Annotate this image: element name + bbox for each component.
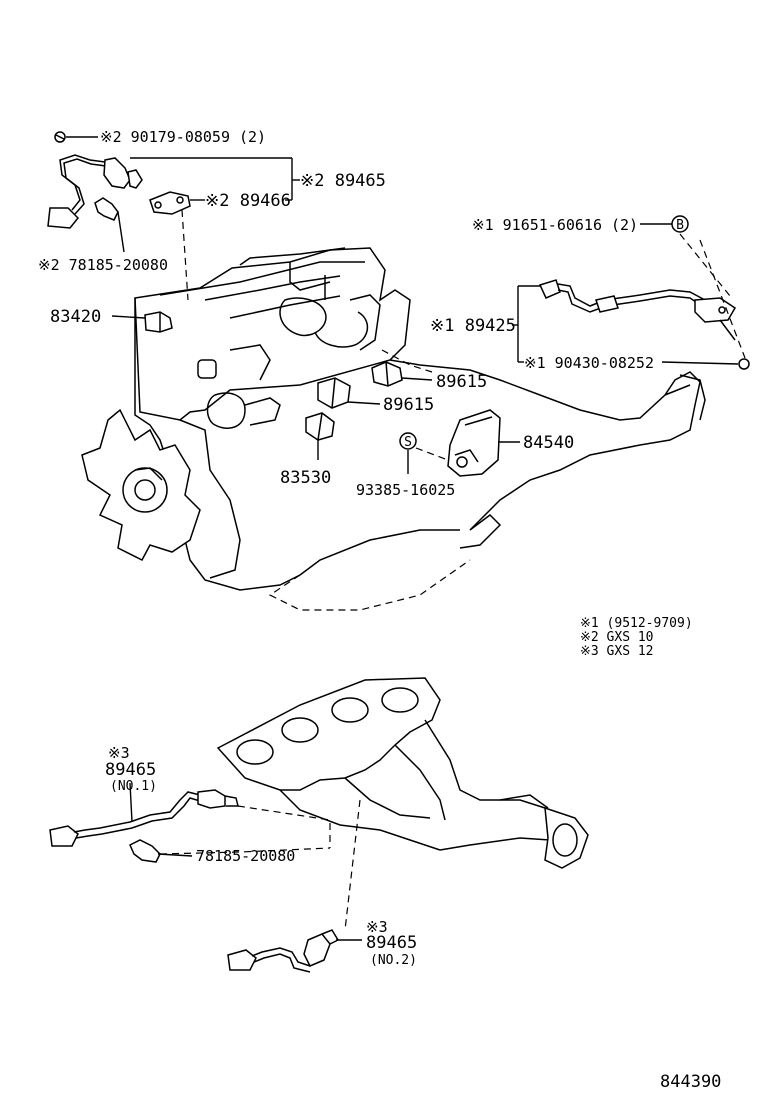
svg-text:S: S — [404, 435, 412, 450]
label-89615-lower: 89615 — [383, 395, 434, 415]
label-89615-upper: 89615 — [436, 372, 487, 392]
legend: ※1 (9512-9709) ※2 GXS 10 ※3 GXS 12 — [580, 616, 693, 659]
label-93385-16025: 93385-16025 — [356, 481, 455, 499]
symbol-b: B — [671, 215, 689, 233]
engine-illustration — [81, 247, 706, 591]
label-90179-08059: ※2 90179-08059 (2) — [100, 128, 266, 146]
label-90430-08252: ※1 90430-08252 — [524, 354, 654, 372]
label-no1: (NO.1) — [110, 779, 157, 794]
dashed-guide-lines — [159, 209, 746, 931]
label-83530: 83530 — [280, 468, 331, 488]
symbol-s: S — [399, 432, 417, 450]
leader-lines — [66, 136, 739, 941]
figure-number: 844390 — [660, 1072, 721, 1092]
oxygen-sensor-upper-illustration — [47, 131, 191, 229]
label-89466: ※2 89466 — [205, 191, 291, 211]
sensor-parts-illustration — [144, 279, 750, 477]
label-84540: 84540 — [523, 433, 574, 453]
label-89465-upper: ※2 89465 — [300, 171, 386, 191]
label-note-3-no1: ※3 — [108, 744, 130, 762]
label-91651-60616: ※1 91651-60616 (2) — [472, 216, 638, 234]
label-89465-no2: 89465 — [366, 933, 417, 953]
label-89465-no1: 89465 — [105, 760, 156, 780]
label-83420: 83420 — [50, 307, 101, 327]
legend-note-2: ※2 GXS 10 — [580, 630, 654, 645]
label-note-3-no2: ※3 — [366, 918, 388, 936]
legend-note-3: ※3 GXS 12 — [580, 644, 654, 659]
label-no2: (NO.2) — [370, 953, 417, 968]
svg-text:B: B — [676, 218, 684, 233]
exhaust-manifold-illustration — [216, 677, 589, 869]
label-78185-20080-upper: ※2 78185-20080 — [38, 256, 168, 274]
oxygen-sensors-lower-illustration — [49, 789, 340, 973]
label-78185-20080-lower: 78185-20080 — [196, 847, 295, 865]
label-89425: ※1 89425 — [430, 316, 516, 336]
legend-note-1: ※1 (9512-9709) — [580, 616, 693, 631]
